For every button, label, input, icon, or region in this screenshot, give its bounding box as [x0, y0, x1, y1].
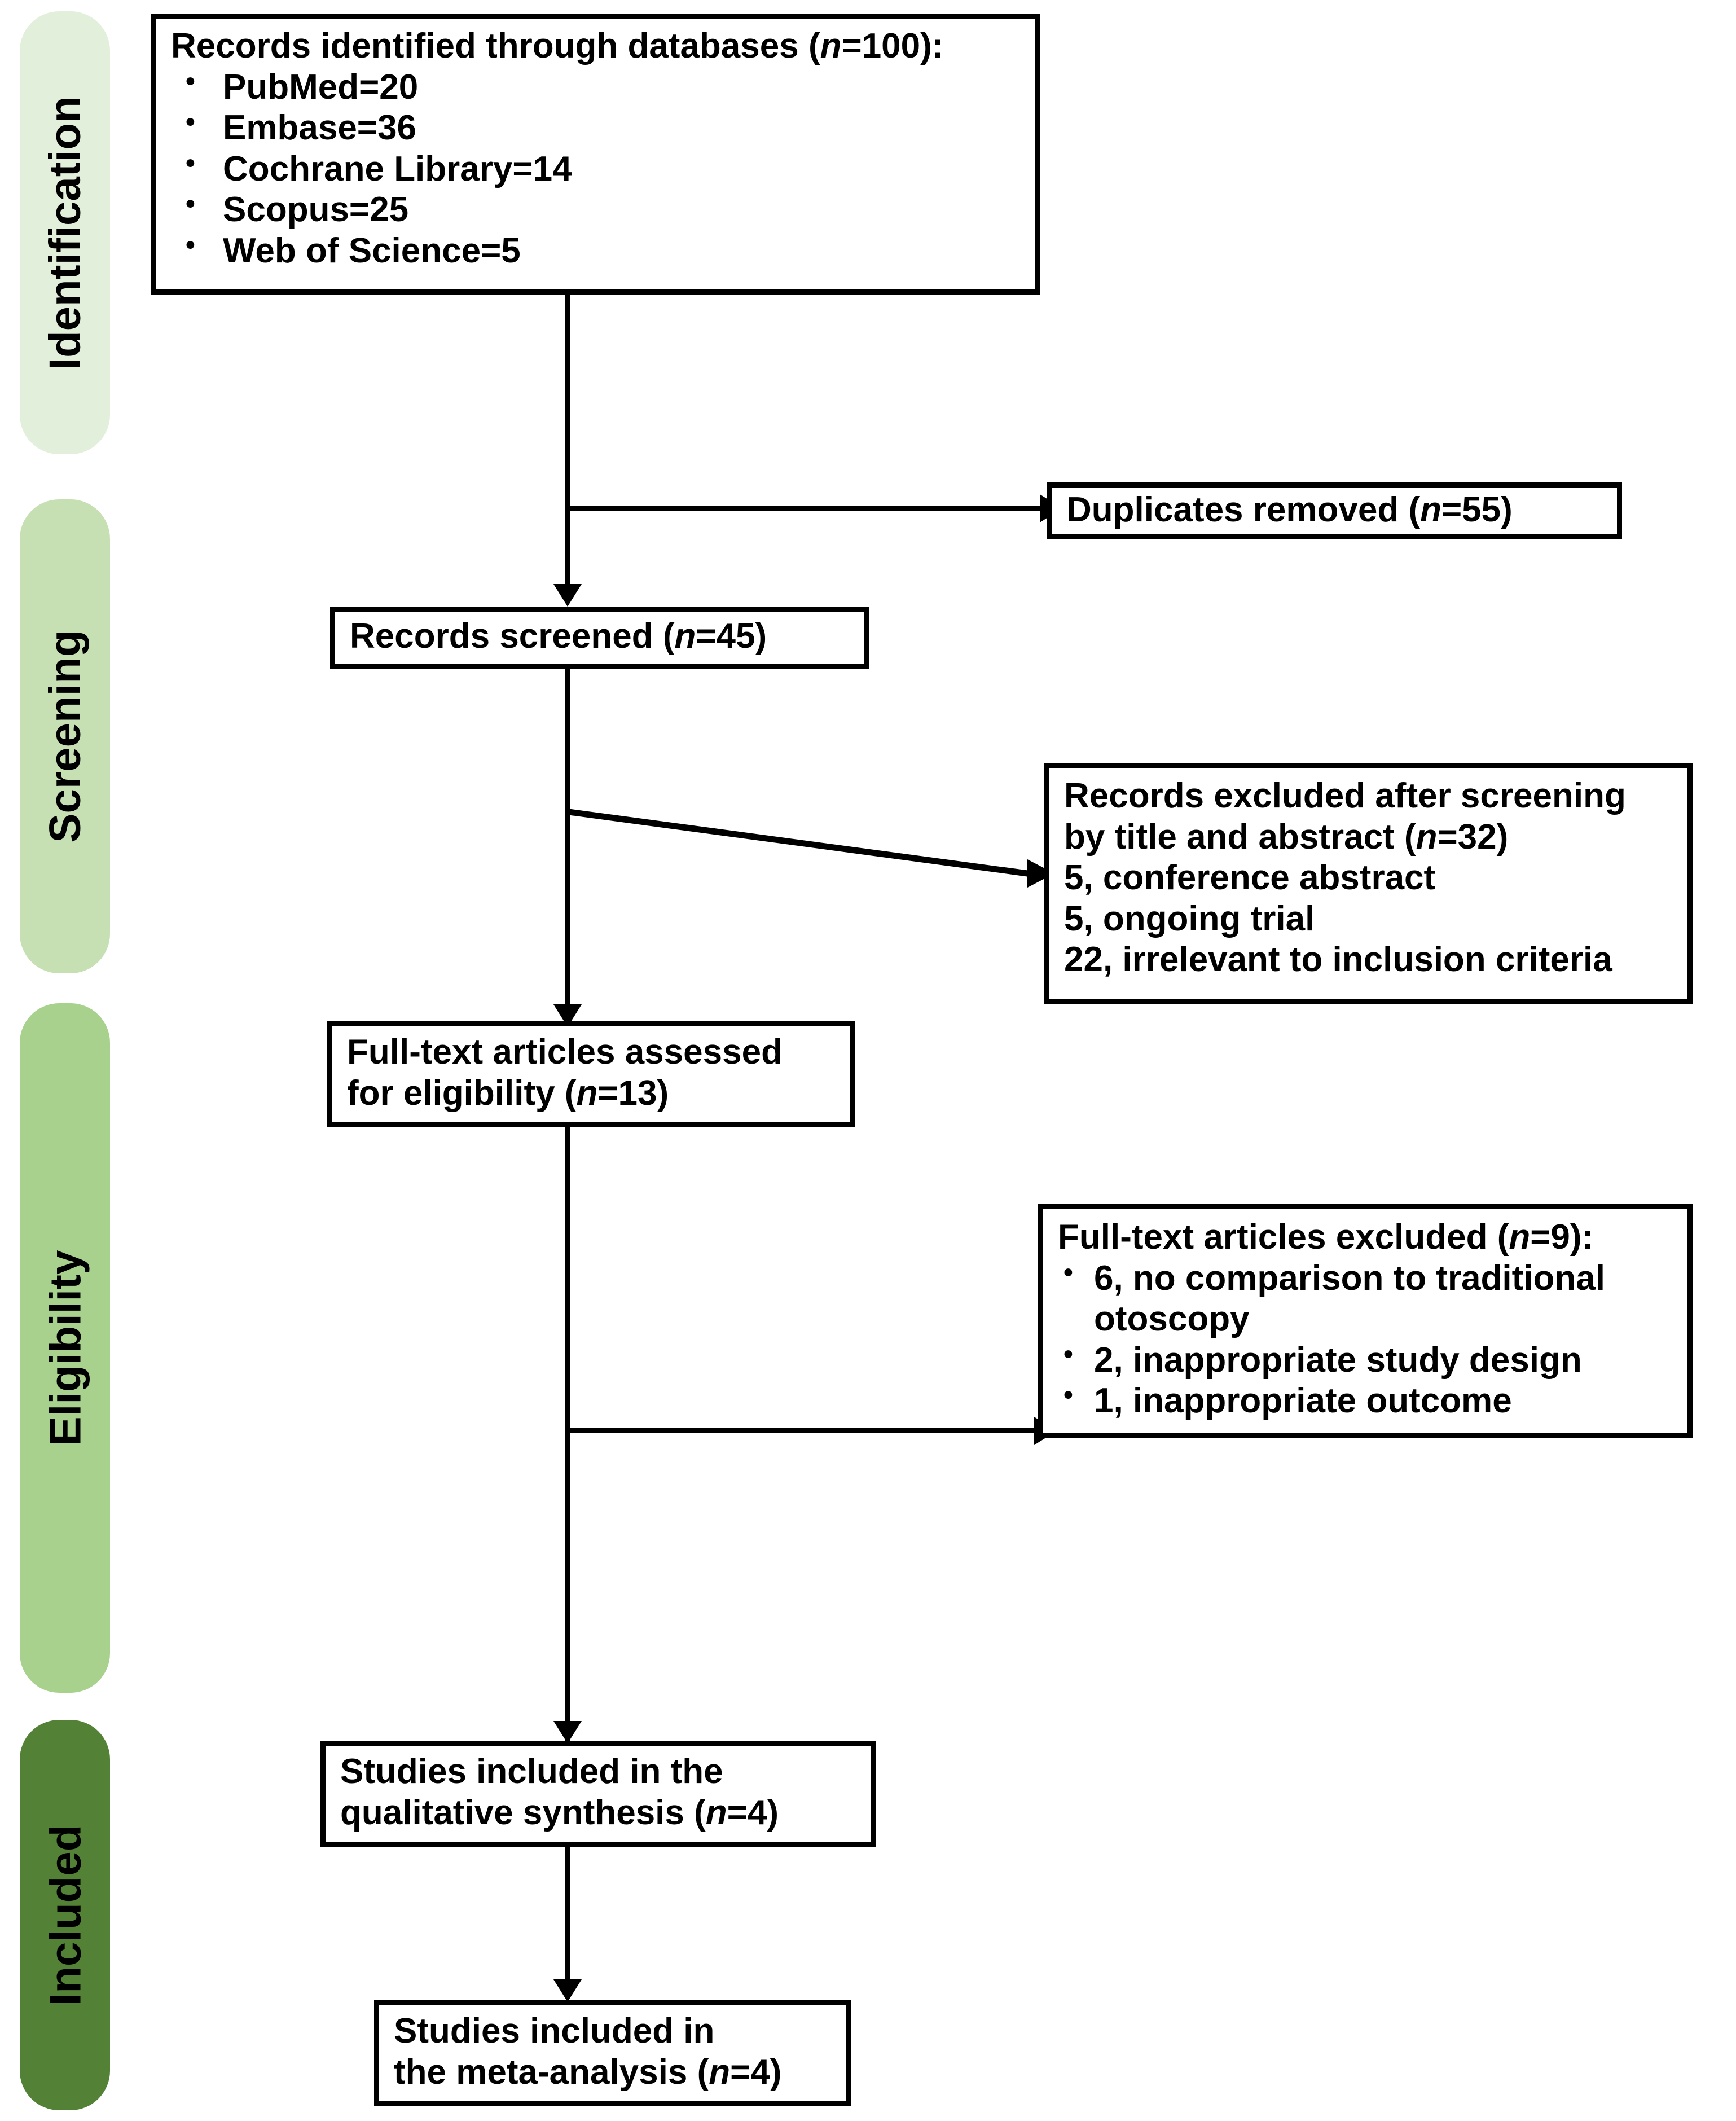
qualitative-line1: Studies included in the: [340, 1752, 723, 1791]
box-records-screened: Records screened (n=45): [330, 607, 869, 669]
connector-screened-to-fulltext: [565, 669, 570, 1021]
italic-n: n: [1420, 490, 1441, 529]
italic-n: n: [576, 1073, 598, 1113]
list-item: 6, no comparison to traditional otoscopy: [1058, 1257, 1687, 1340]
qualitative-line2: qualitative synthesis (n=4): [340, 1793, 779, 1832]
stage-label-eligibility: Eligibility: [40, 1250, 90, 1446]
italic-n: n: [709, 2052, 731, 2092]
fulltext-excluded-heading: Full-text articles excluded (n=9):: [1058, 1218, 1594, 1257]
list-item: Embase=36: [171, 107, 1035, 149]
arrowhead-to-meta-analysis: [553, 1979, 582, 2002]
excluded-screening-line2: by title and abstract (n=32): [1064, 817, 1509, 857]
italic-n: n: [674, 617, 696, 656]
meta-analysis-line1: Studies included in: [394, 2012, 715, 2050]
stage-label-screening: Screening: [40, 630, 90, 843]
excluded-screening-line1: Records excluded after screening: [1064, 776, 1626, 815]
box-records-identified: Records identified through databases (n=…: [151, 14, 1040, 295]
box-records-excluded-screening: Records excluded after screening by titl…: [1044, 763, 1693, 1004]
box-fulltext-excluded: Full-text articles excluded (n=9): 6, no…: [1038, 1204, 1693, 1438]
excluded-screening-reason-1: 5, conference abstract: [1064, 858, 1436, 898]
italic-n: n: [1509, 1218, 1531, 1257]
list-item: Scopus=25: [171, 188, 1035, 231]
stage-pill-screening: Screening: [20, 499, 110, 973]
box-meta-analysis: Studies included in the meta-analysis (n…: [374, 2000, 851, 2106]
stage-label-included: Included: [40, 1824, 90, 2006]
connector-to-excluded-screening: [565, 808, 1054, 888]
stage-pill-eligibility: Eligibility: [20, 1003, 110, 1693]
italic-n: n: [705, 1793, 727, 1832]
connector-fulltext-to-qualitative: [565, 1126, 570, 1741]
connector-identified-to-screened: [565, 293, 570, 601]
fulltext-assessed-line1: Full-text articles assessed: [347, 1033, 783, 1072]
records-screened-text: Records screened (n=45): [350, 617, 767, 656]
excluded-screening-reason-3: 22, irrelevant to inclusion criteria: [1064, 940, 1612, 980]
box-fulltext-assessed: Full-text articles assessed for eligibil…: [327, 1021, 855, 1127]
records-identified-source-list: PubMed=20 Embase=36 Cochrane Library=14 …: [171, 66, 1035, 272]
list-item: Cochrane Library=14: [171, 148, 1035, 190]
box-duplicates-removed: Duplicates removed (n=55): [1047, 482, 1622, 539]
arrowhead-to-qualitative: [553, 1721, 582, 1744]
stage-pill-included: Included: [20, 1720, 110, 2110]
stage-pill-identification: Identification: [20, 11, 110, 454]
box-qualitative-synthesis: Studies included in the qualitative synt…: [320, 1741, 876, 1847]
excluded-screening-reason-2: 5, ongoing trial: [1064, 899, 1315, 938]
arrowhead-to-screened: [553, 584, 582, 607]
list-item: Web of Science=5: [171, 230, 1035, 272]
list-item: PubMed=20: [171, 66, 1035, 108]
duplicates-removed-text: Duplicates removed (n=55): [1066, 490, 1513, 529]
connector-to-fulltext-excluded: [565, 1428, 1038, 1433]
italic-n: n: [1416, 817, 1438, 857]
fulltext-assessed-line2: for eligibility (n=13): [347, 1073, 669, 1113]
connector-qualitative-to-meta: [565, 1846, 570, 1996]
connector-to-duplicates: [565, 506, 1043, 511]
list-item: 2, inappropriate study design: [1058, 1339, 1687, 1381]
list-item: 1, inappropriate outcome: [1058, 1380, 1687, 1422]
meta-analysis-line2: the meta-analysis (n=4): [394, 2052, 782, 2092]
fulltext-excluded-reason-list: 6, no comparison to traditional otoscopy…: [1058, 1257, 1687, 1422]
records-identified-heading: Records identified through databases (n=…: [171, 27, 944, 65]
stage-label-identification: Identification: [40, 95, 90, 370]
italic-n: n: [820, 27, 842, 65]
